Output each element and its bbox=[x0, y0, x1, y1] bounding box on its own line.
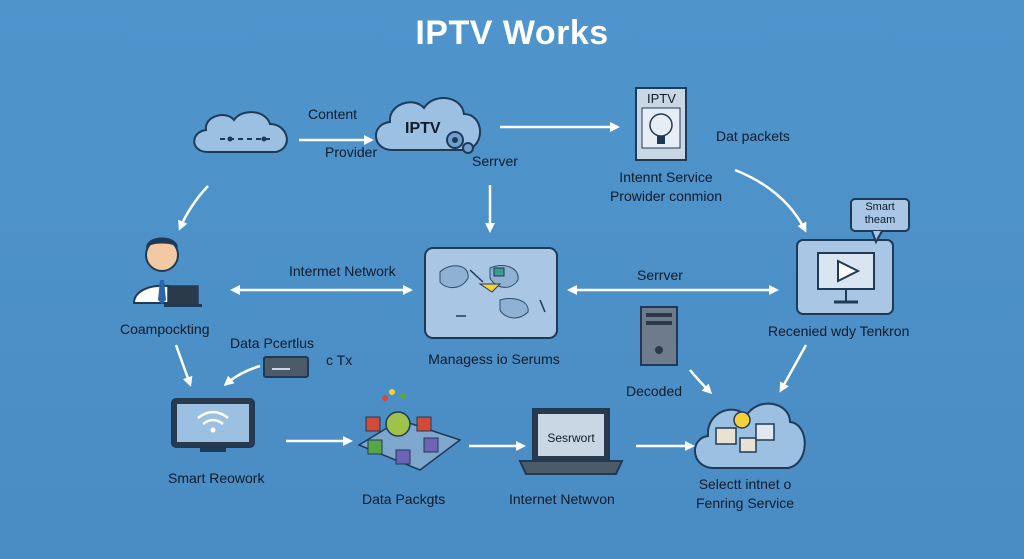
arrow-tv-down bbox=[779, 344, 808, 393]
select-label-line1: Selectt intnet o bbox=[698, 476, 792, 492]
serrver-label: Serrver bbox=[472, 153, 518, 169]
arrow-router-to-monitor bbox=[223, 364, 261, 386]
arrow-user-down bbox=[174, 344, 193, 387]
arrow-server-to-cloud bbox=[689, 369, 713, 395]
smart-bubble-line1: Smart bbox=[865, 201, 895, 213]
internet-network-label: Intermet Network bbox=[289, 263, 396, 279]
laptop-icon bbox=[167, 285, 199, 305]
server-mid-label: Serrver bbox=[637, 267, 683, 283]
managess-label: Managess io Serums bbox=[428, 351, 560, 367]
isp-label-line2: Prowider conmion bbox=[609, 188, 723, 204]
laptop-icon-large bbox=[518, 408, 624, 475]
monitor-wifi-icon bbox=[171, 398, 255, 452]
coampockting-label: Coampockting bbox=[120, 321, 210, 337]
content-label: Content bbox=[308, 106, 358, 122]
laptop-screen-label: Sesrwort bbox=[547, 431, 595, 445]
content-cloud-icon bbox=[193, 111, 288, 153]
arrow-box-to-tv bbox=[734, 168, 807, 233]
provider-label: Provider bbox=[325, 144, 378, 160]
arrow-cloud-to-user bbox=[178, 185, 209, 231]
tv-icon bbox=[796, 239, 894, 315]
packages-cloud-icon bbox=[694, 402, 806, 469]
iptv-server-box-icon bbox=[635, 87, 687, 161]
data-pertlus-label: Data Pcertlus bbox=[230, 335, 315, 351]
select-label-line2: Fenring Service bbox=[695, 495, 795, 511]
cubes-icon bbox=[357, 389, 462, 471]
ctx-label: c Tx bbox=[326, 352, 353, 368]
internet-netwon-label: Internet Netwvon bbox=[509, 491, 615, 507]
decoded-label: Decoded bbox=[626, 383, 683, 399]
user-icon bbox=[132, 237, 202, 307]
server-tower-icon bbox=[640, 306, 678, 366]
received-label: Recenied wdy Tenkron bbox=[768, 323, 910, 339]
iptv-cloud-icon bbox=[375, 96, 481, 154]
iptv-box-label: IPTV bbox=[647, 91, 676, 106]
data-packgts-label: Data Packgts bbox=[362, 491, 446, 507]
isp-label-line1: Intennt Service bbox=[619, 169, 713, 185]
diagram-title: IPTV Works bbox=[415, 14, 609, 52]
world-map-icon bbox=[424, 247, 558, 339]
iptv-cloud-label: IPTV bbox=[405, 120, 441, 137]
speech-bubble-icon bbox=[850, 198, 910, 245]
smart-bubble-line2: theam bbox=[864, 214, 896, 226]
smart-reowork-label: Smart Reowork bbox=[168, 470, 265, 486]
dat-packets-label: Dat packets bbox=[716, 128, 790, 144]
router-icon bbox=[263, 356, 309, 378]
